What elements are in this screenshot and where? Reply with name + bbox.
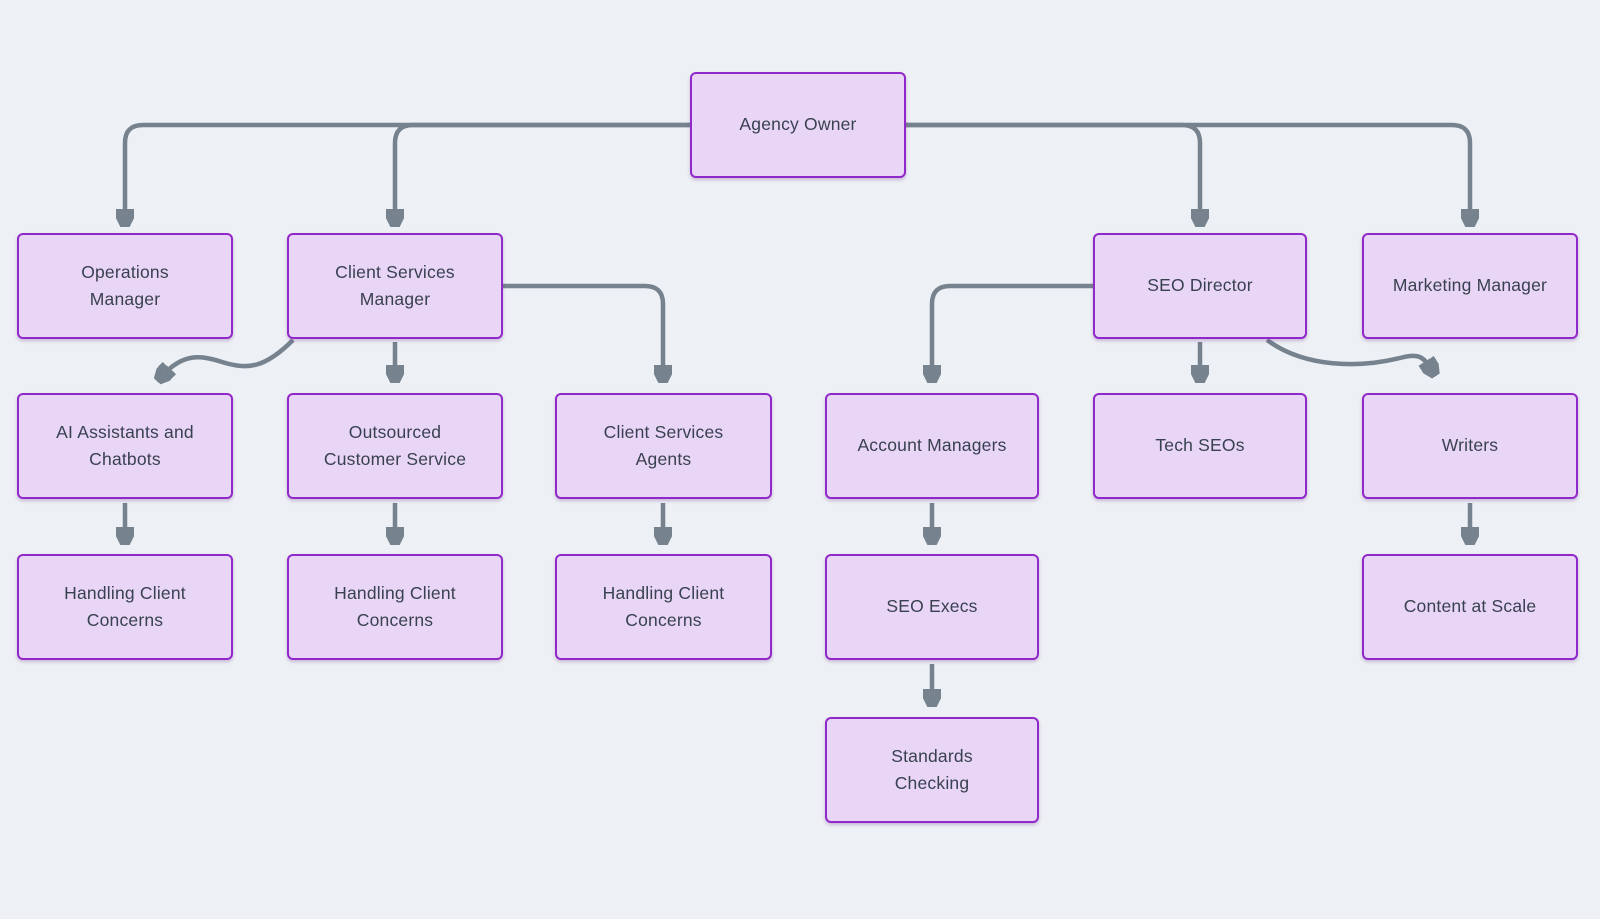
node-content-at-scale: Content at Scale — [1362, 554, 1578, 660]
node-handling-client-concerns-outsourced: Handling Client Concerns — [287, 554, 503, 660]
edge-seo-director-to-writers — [1265, 338, 1432, 370]
node-handling-client-concerns-ops: Handling Client Concerns — [17, 554, 233, 660]
node-tech-seos: Tech SEOs — [1093, 393, 1307, 499]
node-client-services-agents: Client Services Agents — [555, 393, 772, 499]
node-seo-director: SEO Director — [1093, 233, 1307, 339]
edge-client-services-manager-to-client-services-agents — [503, 283, 663, 376]
edge-seo-director-to-account-managers — [932, 283, 1093, 376]
edge-agency-owner-to-marketing-manager — [906, 122, 1470, 220]
node-ai-assistants-and-chatbots: AI Assistants and Chatbots — [17, 393, 233, 499]
node-account-managers: Account Managers — [825, 393, 1039, 499]
node-seo-execs: SEO Execs — [825, 554, 1039, 660]
edge-agency-owner-to-client-services-manager — [395, 122, 690, 220]
edge-client-services-manager-to-ai-assistants — [162, 338, 295, 376]
edge-agency-owner-to-seo-director — [906, 122, 1200, 220]
edge-agency-owner-to-operations-manager — [125, 122, 690, 220]
node-operations-manager: Operations Manager — [17, 233, 233, 339]
node-writers: Writers — [1362, 393, 1578, 499]
node-marketing-manager: Marketing Manager — [1362, 233, 1578, 339]
node-agency-owner: Agency Owner — [690, 72, 906, 178]
node-outsourced-customer-service: Outsourced Customer Service — [287, 393, 503, 499]
node-client-services-manager: Client Services Manager — [287, 233, 503, 339]
node-standards-checking: Standards Checking — [825, 717, 1039, 823]
node-handling-client-concerns-agents: Handling Client Concerns — [555, 554, 772, 660]
